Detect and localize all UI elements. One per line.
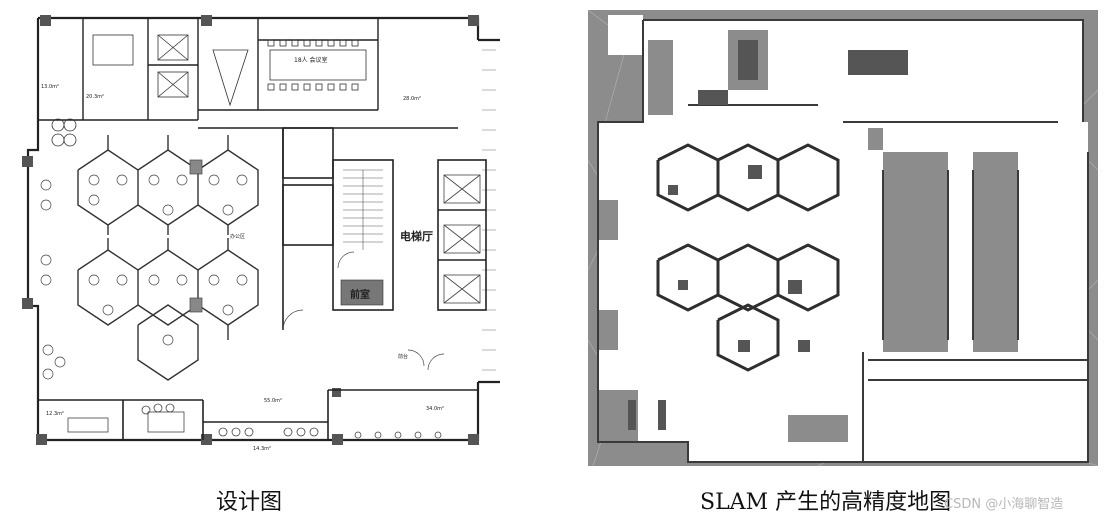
meeting-table (212, 39, 367, 107)
label-room-a: 13.0m² (41, 84, 59, 90)
obstacles (598, 30, 1018, 442)
slam-workstations (656, 143, 840, 372)
office-chairs (88, 159, 248, 346)
label-room-f: 14.3m² (253, 446, 271, 452)
slam-map-svg (587, 9, 1099, 467)
workstation-cluster-top (77, 135, 259, 235)
core-walls (38, 127, 487, 440)
label-office-area: 办公区 (230, 233, 245, 240)
caption-slam-map: SLAM 产生的高精度地图 (700, 490, 952, 515)
door-swings (282, 251, 445, 371)
stairs (340, 169, 384, 306)
label-room-g: 12.3m² (46, 411, 64, 417)
label-room-c: 28.0m² (403, 96, 421, 102)
caption-design-drawing: 设计图 (216, 490, 283, 515)
label-room-b: 20.3m² (86, 94, 104, 100)
scanned-walls (597, 19, 1089, 463)
top-left-furniture (51, 34, 189, 147)
label-reception: 前台 (398, 353, 408, 360)
label-room-d: 34.0m² (426, 406, 444, 412)
label-stair-room: 前室 (350, 288, 370, 301)
columns (22, 15, 479, 445)
label-elevator-hall: 电梯厅 (400, 229, 433, 243)
workstation-cluster-bottom (77, 238, 259, 381)
design-drawing: 电梯厅 前室 18人 会议室 办公区 前台 13.0m² 20.3m² 28.0… (8, 10, 500, 465)
plan-labels: 电梯厅 前室 18人 会议室 办公区 前台 13.0m² 20.3m² 28.0… (41, 56, 444, 452)
elevator-cars (443, 174, 481, 304)
label-meeting-room: 18人 会议室 (294, 56, 328, 64)
floor-plan-svg: 电梯厅 前室 18人 会议室 办公区 前台 13.0m² 20.3m² 28.0… (8, 10, 500, 465)
slam-map (587, 9, 1099, 467)
label-room-e: 55.0m² (264, 398, 282, 404)
slam-furniture-blobs (628, 40, 908, 430)
facade-hatch (482, 49, 496, 371)
watermark: CSDN @小海聊智造 (944, 497, 1064, 512)
bottom-furniture (67, 403, 442, 439)
window-chairs (40, 179, 66, 380)
